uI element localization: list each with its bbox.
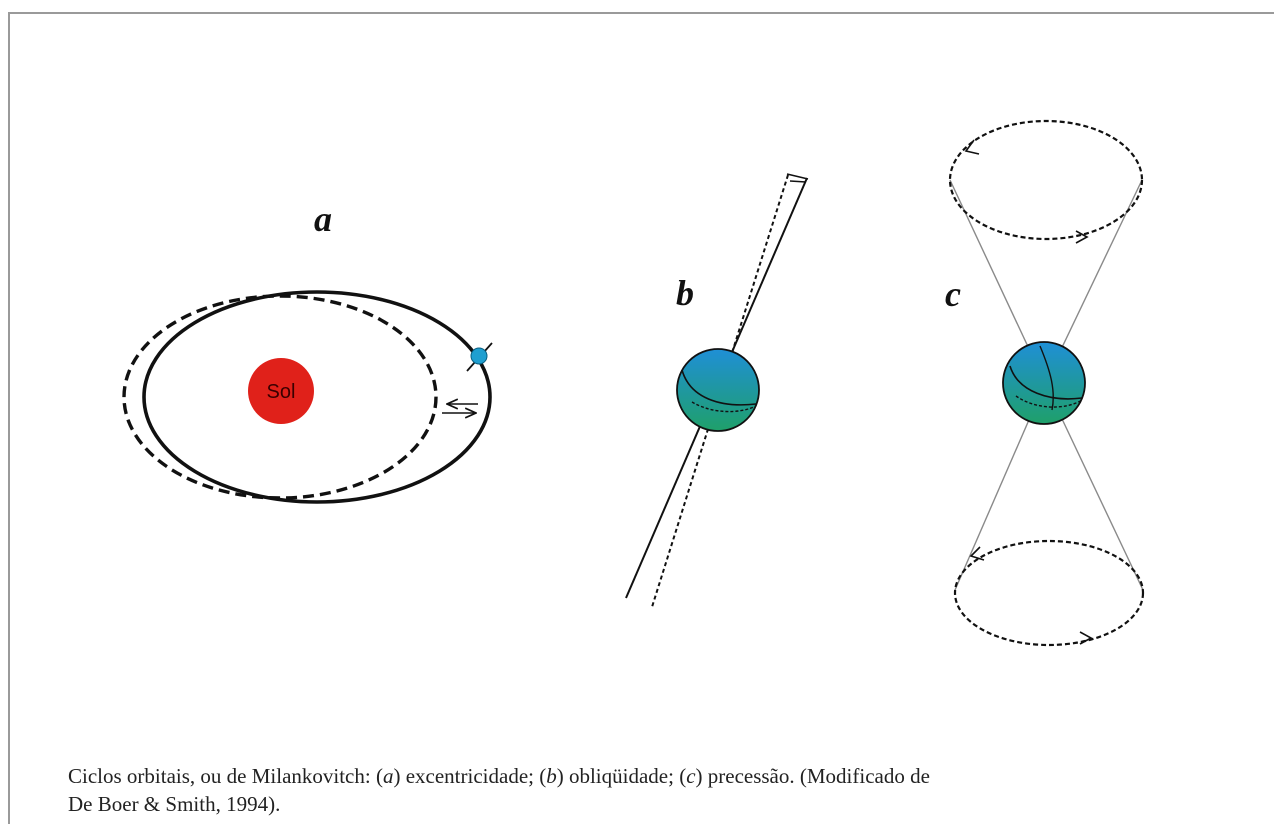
eccentricity-arrows-icon (442, 404, 478, 413)
caption-ref-a: a (382, 764, 394, 788)
milankovitch-diagram: a Sol b c (122, 119, 1145, 647)
precession-arrow-top-left-icon (964, 139, 980, 155)
panel-b-label: b (676, 273, 694, 313)
tilt-angle-arc (786, 173, 809, 183)
caption-text-3: ) obliqüidade; ( (556, 764, 687, 788)
panel-c-label: c (945, 274, 961, 314)
panel-a-eccentricity: a Sol (122, 199, 493, 504)
sun (248, 358, 314, 424)
earth-b (676, 348, 760, 432)
figure-frame (8, 12, 1274, 824)
caption-ref-b: b (546, 764, 557, 788)
planet-icon (466, 342, 493, 372)
earth-c (1002, 341, 1086, 425)
orbit-elliptical (142, 290, 492, 504)
panel-a-label: a (314, 199, 332, 239)
precession-ring-bottom (953, 539, 1145, 647)
precession-arrow-bottom-left-icon (969, 546, 985, 561)
panel-b-obliquity: b (625, 173, 809, 608)
caption-text-1: Ciclos orbitais, ou de Milankovitch: ( (68, 764, 383, 788)
figure-caption: Ciclos orbitais, ou de Milankovitch: (a)… (68, 762, 1188, 818)
caption-citation: De Boer & Smith, 1994). (68, 792, 281, 816)
precession-arrow-top-right-icon (1075, 230, 1089, 244)
precession-arrow-bottom-right-icon (1079, 631, 1093, 645)
caption-ref-c: c (686, 764, 696, 788)
precession-ring-top (948, 119, 1144, 241)
panel-c-precession: c (945, 119, 1145, 647)
caption-text-4: ) precessão. (Modificado de (695, 764, 930, 788)
caption-text-2: ) excentricidade; ( (393, 764, 547, 788)
sun-label: Sol (267, 381, 296, 403)
